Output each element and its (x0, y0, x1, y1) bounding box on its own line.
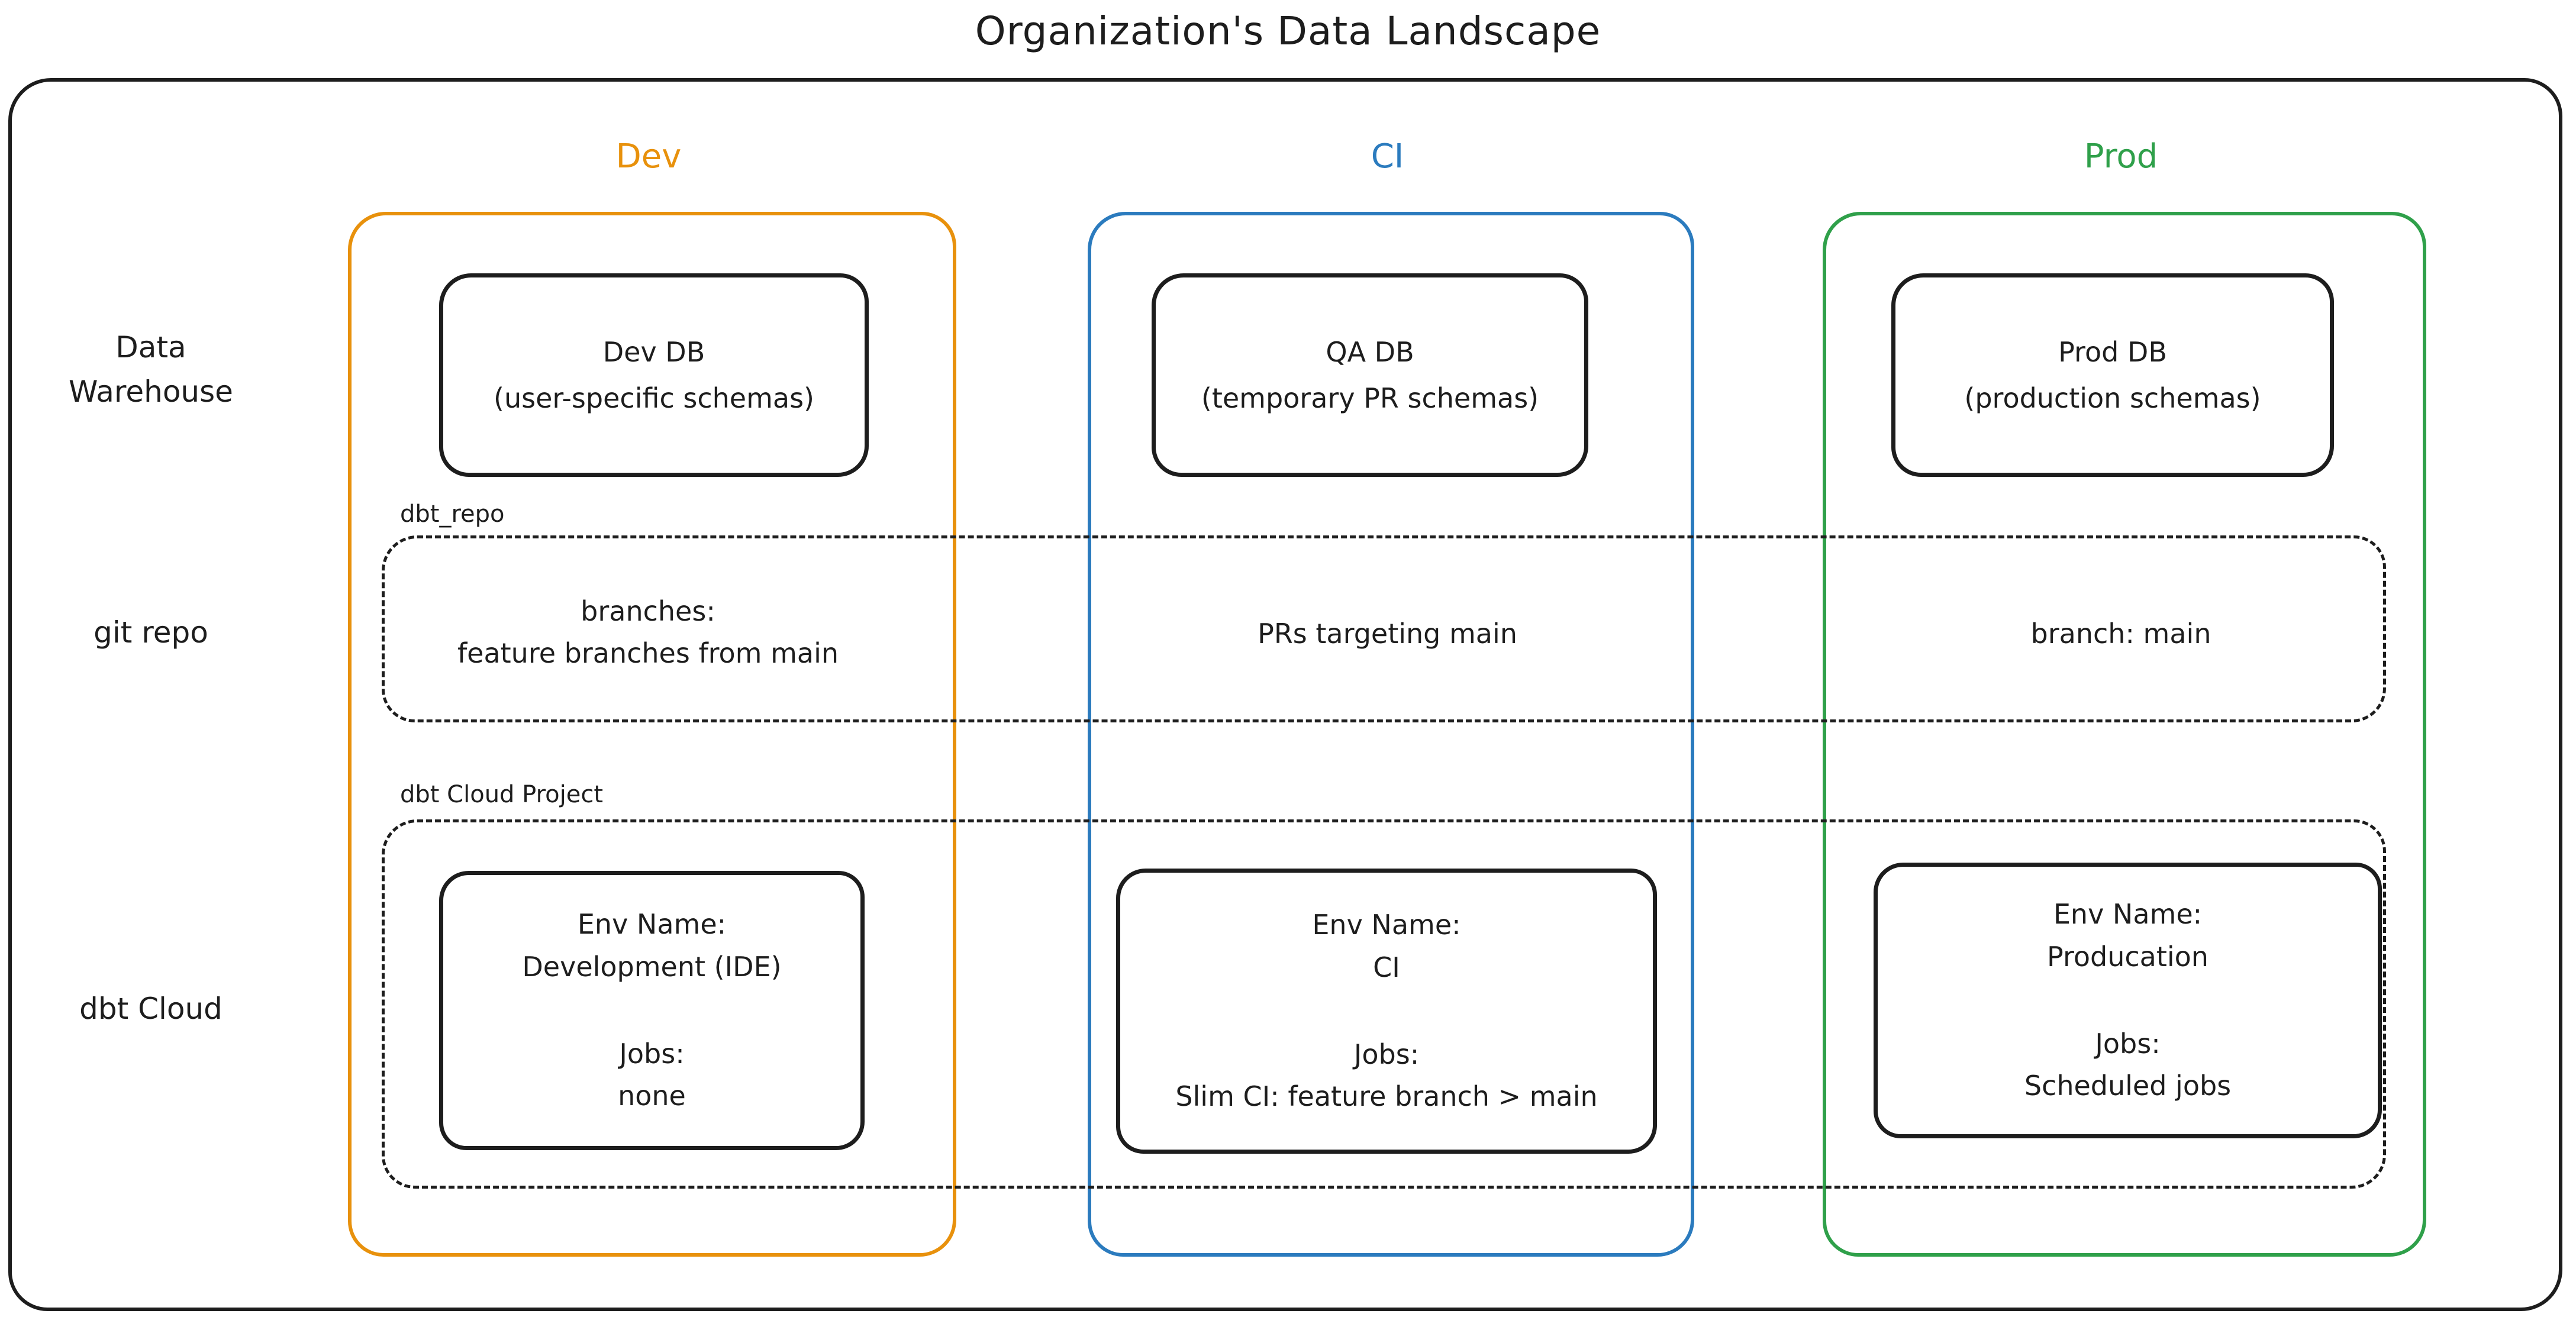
git-cell-dev: branches: feature branches from main (367, 590, 929, 675)
git-cell-line: branches: (581, 595, 715, 627)
jobs-label: Jobs: (2095, 1028, 2161, 1060)
column-header-prod: Prod (2084, 137, 2158, 176)
env-box-dev: Env Name: Development (IDE) Jobs: none (439, 871, 865, 1150)
prod-db-box: Prod DB (production schemas) (1891, 273, 2334, 477)
dbt-cloud-project-label: dbt Cloud Project (400, 781, 604, 808)
git-cell-ci: PRs targeting main (1258, 618, 1517, 650)
db-box-subtitle: (production schemas) (1964, 382, 2261, 414)
jobs-value: Slim CI: feature branch > main (1175, 1080, 1598, 1113)
row-label-git-repo: git repo (94, 615, 208, 650)
outer-frame (8, 78, 2562, 1311)
dbt-repo-region (382, 535, 2386, 722)
column-box-prod (1823, 212, 2426, 1257)
row-label-line: Data (115, 330, 186, 364)
jobs-label: Jobs: (1353, 1038, 1420, 1070)
db-box-subtitle: (temporary PR schemas) (1201, 382, 1539, 414)
env-name-label: Env Name: (2053, 898, 2203, 931)
env-box-ci: Env Name: CI Jobs: Slim CI: feature bran… (1116, 869, 1657, 1154)
jobs-value: none (618, 1080, 686, 1112)
dbt-repo-label: dbt_repo (400, 501, 505, 528)
column-box-ci (1088, 212, 1694, 1257)
jobs-value: Scheduled jobs (2024, 1070, 2232, 1102)
dev-db-box: Dev DB (user-specific schemas) (439, 273, 869, 477)
dbt-cloud-project-region (382, 819, 2386, 1189)
row-label-line: Warehouse (69, 375, 233, 409)
env-name-label: Env Name: (577, 908, 727, 941)
db-box-title: QA DB (1326, 336, 1414, 368)
column-box-dev (348, 212, 956, 1257)
db-box-subtitle: (user-specific schemas) (494, 382, 814, 414)
diagram-title: Organization's Data Landscape (975, 8, 1601, 54)
db-box-title: Dev DB (602, 336, 705, 368)
column-header-dev: Dev (615, 137, 682, 176)
git-cell-prod: branch: main (2030, 618, 2211, 650)
env-name-value: CI (1373, 951, 1400, 983)
env-name-label: Env Name: (1312, 909, 1461, 941)
jobs-label: Jobs: (619, 1038, 685, 1070)
column-header-ci: CI (1371, 137, 1404, 176)
env-name-value: Development (IDE) (522, 950, 782, 983)
git-cell-line: feature branches from main (457, 637, 839, 670)
qa-db-box: QA DB (temporary PR schemas) (1152, 273, 1588, 477)
db-box-title: Prod DB (2058, 336, 2167, 368)
row-label-data-warehouse: Data Warehouse (24, 325, 278, 414)
env-box-prod: Env Name: Producation Jobs: Scheduled jo… (1874, 863, 2382, 1138)
env-name-value: Producation (2047, 940, 2209, 973)
row-label-dbt-cloud: dbt Cloud (79, 992, 223, 1026)
